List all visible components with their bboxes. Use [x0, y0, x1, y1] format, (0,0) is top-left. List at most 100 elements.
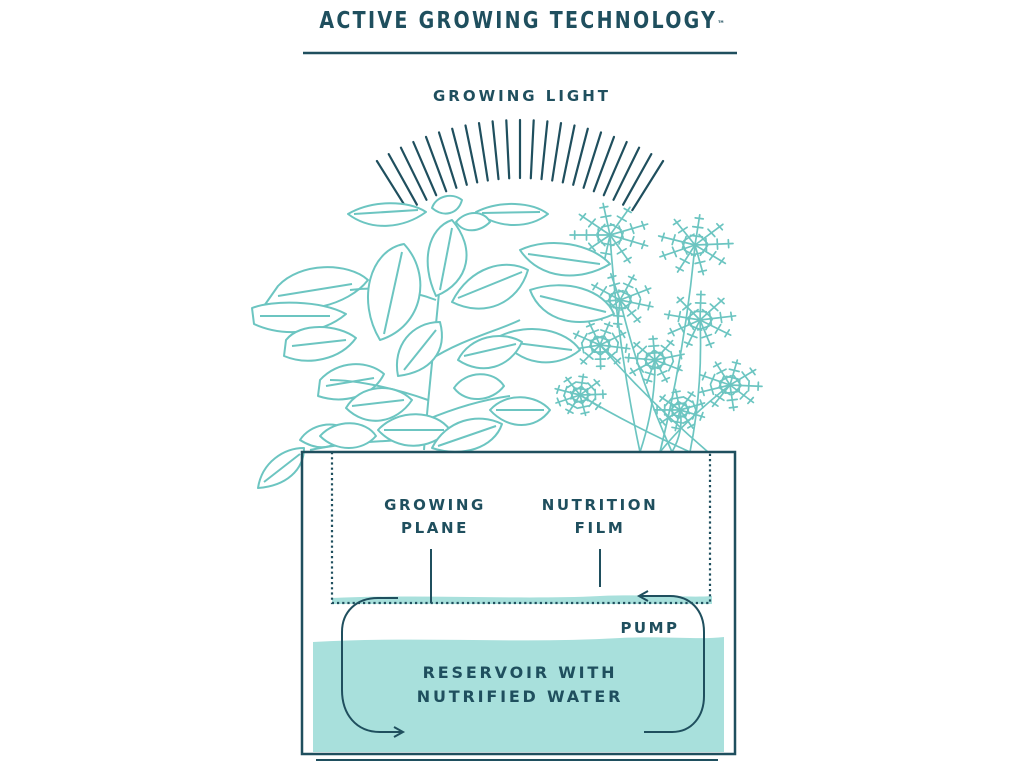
dill-plant-icon — [554, 202, 763, 453]
dill-frond — [672, 219, 682, 226]
dill-spoke — [579, 380, 601, 396]
dill-frond — [659, 394, 666, 403]
dill-frond — [647, 344, 660, 348]
dill-frond — [705, 237, 708, 252]
dill-frond — [636, 352, 639, 365]
dill-spoke — [619, 299, 654, 308]
reservoir-label-line2: NUTRIFIED WATER — [416, 687, 624, 706]
dill-frond — [556, 384, 561, 395]
dill-frond — [728, 368, 740, 373]
dill-frond — [633, 316, 642, 323]
dill-frond — [627, 295, 633, 309]
dill-frond — [588, 329, 600, 335]
dill-frond — [687, 391, 696, 398]
dill-spoke — [578, 213, 611, 236]
light-ray — [561, 124, 576, 184]
dill-spoke — [674, 388, 681, 411]
dill-frond — [717, 297, 725, 305]
dill-stem — [659, 244, 696, 453]
dill-frond — [669, 400, 679, 412]
dill-frond — [622, 282, 634, 289]
dill-spoke — [659, 244, 696, 258]
dill-spoke — [619, 299, 641, 323]
dill-spoke — [663, 313, 701, 321]
dill-frond — [648, 337, 658, 341]
dill-frond — [731, 361, 742, 365]
light-ray — [412, 140, 438, 197]
dill-frond — [565, 408, 574, 414]
reservoir-label: RESERVOIR WITH NUTRIFIED WATER — [385, 661, 655, 709]
dill-frond — [683, 341, 693, 346]
dill-spoke — [567, 394, 581, 415]
dill-spoke — [694, 223, 724, 246]
dill-frond — [684, 405, 691, 419]
light-ray — [387, 153, 418, 206]
dill-frond — [658, 417, 666, 426]
dill-frond — [659, 356, 667, 370]
dill-frond — [563, 394, 569, 406]
dill-frond — [661, 376, 671, 382]
dill-frond — [716, 368, 727, 375]
growing-plane-label-line1: GROWING — [384, 496, 486, 514]
dill-frond — [644, 285, 650, 295]
dill-frond — [708, 250, 717, 261]
dill-frond — [667, 360, 674, 372]
dill-frond — [728, 406, 739, 409]
reservoir-label-line1: RESERVOIR WITH — [422, 663, 618, 682]
dill-frond — [699, 399, 704, 409]
dill-spoke — [676, 244, 696, 273]
dill-frond — [709, 373, 716, 385]
dill-spoke — [588, 321, 601, 346]
dill-frond — [643, 378, 653, 383]
dill-spoke — [652, 335, 656, 361]
light-ray — [437, 131, 458, 189]
dill-frond — [676, 364, 682, 374]
dill-spoke — [694, 244, 727, 265]
dill-frond — [586, 387, 589, 402]
dill-frond — [664, 413, 673, 423]
dill-spoke — [729, 384, 735, 412]
dill-spoke — [729, 384, 755, 404]
dill-frond — [708, 311, 713, 326]
dill-frond — [677, 310, 682, 323]
light-ray — [631, 159, 665, 212]
dill-frond — [627, 275, 637, 281]
dill-frond — [600, 251, 612, 256]
dill-frond — [747, 379, 750, 392]
light-ray — [399, 146, 428, 201]
dill-frond — [705, 341, 715, 347]
trademark-mark: ™ — [717, 20, 725, 30]
dill-frond — [749, 367, 756, 376]
dill-frond — [588, 335, 597, 348]
dill-spoke — [616, 299, 621, 328]
dill-spoke — [609, 223, 649, 236]
dill-frond — [709, 303, 719, 312]
dill-frond — [587, 218, 597, 228]
light-ray — [621, 153, 653, 206]
dill-frond — [584, 352, 594, 360]
dill-spoke — [572, 332, 601, 346]
dill-frond — [677, 411, 690, 420]
nutrition-film-label: NUTRITION FILM — [525, 494, 675, 540]
dill-frond — [718, 257, 725, 266]
dill-frond — [579, 212, 587, 221]
dill-spoke — [609, 234, 631, 264]
dill-frond — [567, 402, 579, 410]
dill-spoke — [555, 394, 581, 404]
dill-spoke — [729, 368, 757, 386]
dill-frond — [596, 235, 606, 247]
nutrition-film-label-line2: FILM — [574, 519, 626, 537]
dill-frond — [691, 408, 697, 420]
dill-frond — [716, 222, 724, 231]
dill-frond — [607, 274, 617, 279]
dill-stem — [689, 319, 702, 453]
dill-frond — [577, 405, 590, 409]
dill-frond — [606, 339, 611, 353]
light-ray — [582, 131, 603, 189]
dill-spoke — [679, 409, 706, 419]
dill-frond — [676, 296, 685, 304]
dill-spoke — [554, 387, 581, 396]
dill-frond — [616, 247, 627, 255]
dill-spoke — [699, 374, 731, 386]
